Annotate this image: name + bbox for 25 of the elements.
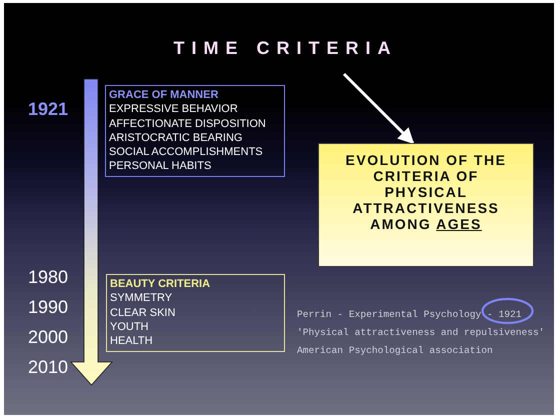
citation-text: Perrin - Experimental Psychology - 1921 [297,308,522,320]
title: TIME CRITERIA [174,36,398,58]
list-heading: BEAUTY CRITERIA [110,277,210,292]
list-item: SOCIAL ACCOMPLISHMENTS [109,145,263,160]
year-label: 1990 [28,297,68,317]
year-label: 1980 [28,267,68,287]
citation-text: 'Physical attractiveness and repulsiveness' [297,326,545,338]
list-item: YOUTH [110,320,148,334]
list-item: HEALTH [110,334,153,348]
arrow [342,72,414,144]
list-item: CLEAR SKIN [110,306,176,320]
callout-text: EVOLUTION OF THE CRITERIA OF PHYSICAL ATTRACTIVENESS AMONG AGES [344,152,508,232]
citation-text: American Psychological association [297,344,493,356]
year-label: 2010 [28,357,68,377]
callout-box [318,143,534,267]
list-box [106,274,285,352]
list-heading: GRACE OF MANNER [109,88,218,102]
list-item: SYMMETRY [110,291,172,306]
list-item: EXPRESSIVE BEHAVIOR [109,102,238,117]
year-label: 1921 [28,99,68,119]
year-label: 2000 [28,327,68,347]
list-box [105,85,285,177]
list-item: AFFECTIONATE DISPOSITION [109,116,266,131]
list-item: ARISTOCRATIC BEARING [109,130,242,146]
list-item: PERSONAL HABITS [109,159,212,174]
